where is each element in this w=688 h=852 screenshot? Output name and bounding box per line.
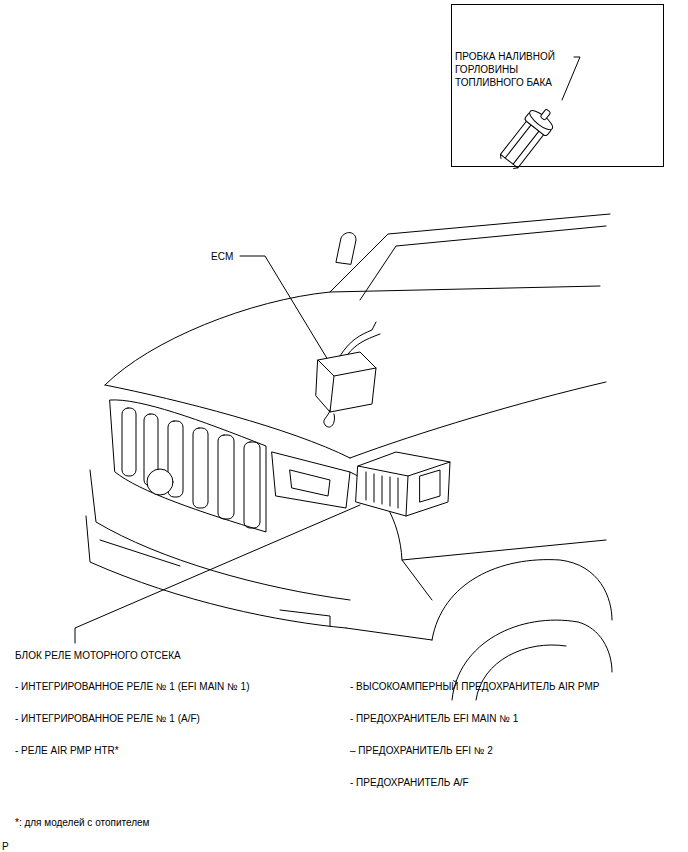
drawing-stroke — [356, 452, 450, 516]
drawing-stroke — [316, 352, 376, 412]
ecm-unit — [316, 322, 380, 427]
drawing-stroke — [147, 469, 173, 495]
drawing-stroke — [90, 470, 350, 600]
vehicle-body — [86, 214, 612, 700]
drawing-stroke — [348, 334, 380, 354]
drawing-stroke — [346, 628, 432, 640]
drawing-stroke — [366, 472, 398, 508]
drawing-stroke — [244, 442, 260, 528]
drawing-stroke — [360, 226, 606, 300]
part-label: - ИНТЕГРИРОВАННОЕ РЕЛЕ № 1 (EFI MAIN № 1… — [15, 680, 250, 693]
leader-line — [240, 256, 328, 360]
fuel-cap-drawing — [496, 102, 559, 172]
drawing-stroke — [540, 109, 551, 121]
drawing-stroke — [290, 470, 330, 496]
drawing-stroke — [350, 382, 606, 458]
part-label: ECM — [211, 250, 233, 263]
part-label: ПРОБКА НАЛИВНОЙ ГОРЛОВИНЫ ТОПЛИВНОГО БАК… — [455, 50, 571, 89]
drawing-stroke — [527, 108, 555, 133]
leader-line — [75, 505, 360, 643]
drawing-stroke — [324, 410, 335, 427]
part-label: - ИНТЕГРИРОВАННОЕ РЕЛЕ № 1 (A/F) — [15, 712, 200, 725]
drawing-stroke — [432, 560, 612, 640]
drawing-stroke — [420, 470, 440, 502]
part-label: - ПРЕДОХРАНИТЕЛЬ A/F — [350, 776, 469, 789]
part-label: *: для моделей с отопителем — [15, 816, 149, 829]
drawing-stroke — [110, 400, 266, 532]
drawing-stroke — [193, 428, 208, 508]
part-label: БЛОК РЕЛЕ МОТОРНОГО ОТСЕКА — [15, 649, 181, 662]
drawing-stroke — [86, 516, 346, 628]
drawing-stroke — [513, 131, 539, 164]
drawing-stroke — [280, 610, 330, 626]
inset-frame: ПРОБКА НАЛИВНОЙ ГОРЛОВИНЫ ТОПЛИВНОГО БАК… — [451, 4, 664, 167]
drawing-stroke — [105, 385, 350, 458]
page-code: P — [2, 840, 9, 852]
drawing-stroke — [340, 322, 376, 356]
drawing-stroke — [358, 462, 450, 516]
part-label: - ПРЕДОХРАНИТЕЛЬ EFI MAIN № 1 — [350, 712, 518, 725]
drawing-stroke — [100, 540, 180, 566]
drawing-stroke — [505, 125, 531, 158]
drawing-stroke — [402, 540, 606, 560]
leader-line — [562, 57, 580, 100]
drawing-stroke — [272, 452, 350, 508]
part-label: - ВЫСОКОАМПЕРНЫЙ ПРЕДОХРАНИТЕЛЬ AIR PMP — [350, 680, 599, 693]
drawing-stroke — [318, 360, 376, 412]
drawing-stroke — [330, 214, 610, 292]
drawing-stroke — [499, 154, 503, 158]
drawing-stroke — [336, 233, 356, 264]
part-label: - РЕЛЕ AIR PMP HTR* — [15, 744, 119, 757]
drawing-stroke — [218, 435, 234, 519]
part-label: – ПРЕДОХРАНИТЕЛЬ EFI № 2 — [350, 744, 493, 757]
relay-block — [356, 452, 450, 516]
drawing-stroke — [122, 408, 136, 476]
